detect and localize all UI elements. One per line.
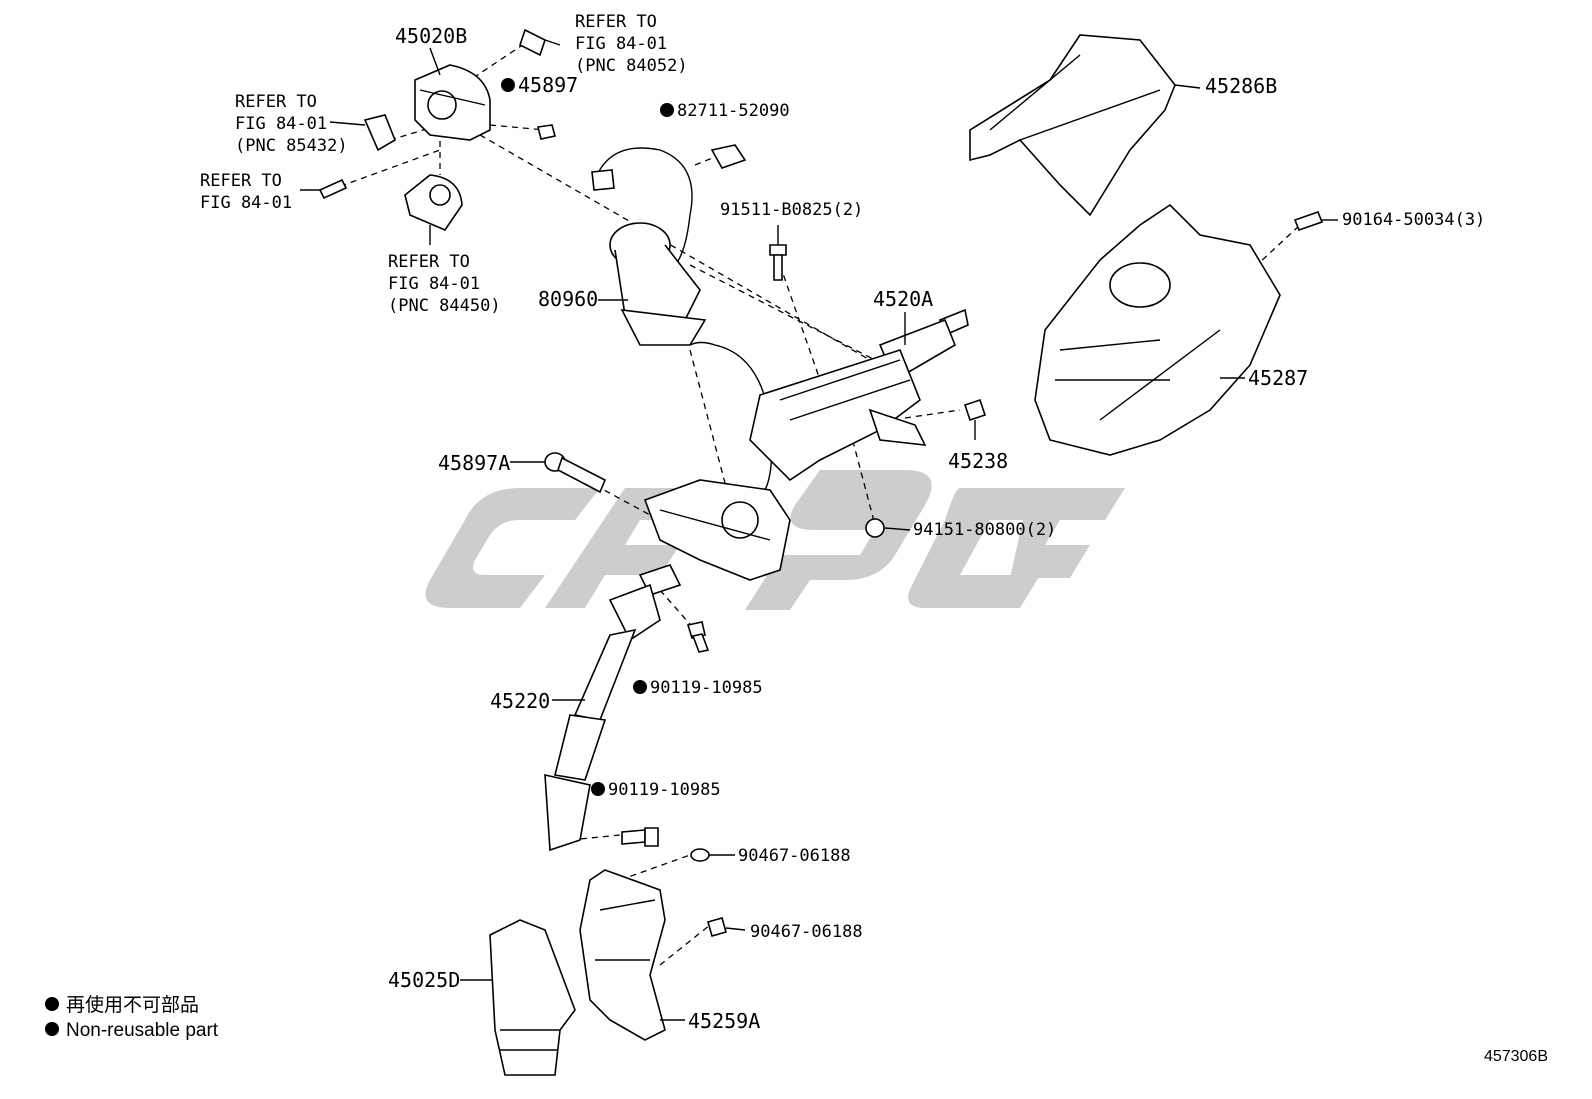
label-80960: 80960 [538, 287, 598, 311]
svg-text:REFER TO: REFER TO [388, 252, 470, 272]
svg-text:REFER TO: REFER TO [200, 171, 282, 191]
part-45259A-panel [579, 869, 666, 1041]
label-90164-50034: 90164-50034(3) [1342, 210, 1485, 230]
label-90119-10985-lower: 90119-10985 [608, 780, 721, 800]
label-94151-80800: 94151-80800(2) [913, 520, 1056, 540]
part-45286B-upper-cover [969, 34, 1176, 217]
legend-dot [45, 997, 59, 1011]
svg-text:FIG 84-01: FIG 84-01 [200, 193, 292, 213]
part-90119-bolt-lower [621, 827, 659, 847]
label-45897: 45897 [518, 73, 578, 97]
legend-line-en: Non-reusable part [66, 1020, 219, 1041]
part-91511-bolt [769, 244, 787, 281]
part-90467-clip-a [690, 848, 710, 862]
part-45020B-housing [414, 64, 491, 141]
svg-text:(PNC 84450): (PNC 84450) [388, 296, 501, 316]
label-45220: 45220 [490, 689, 550, 713]
watermark-logo [425, 470, 1125, 610]
svg-text:(PNC 85432): (PNC 85432) [235, 136, 348, 156]
non-reusable-dot [591, 782, 605, 796]
legend-line-jp: 再使用不可部品 [66, 994, 199, 1016]
label-45025D: 45025D [388, 968, 460, 992]
label-91511-B0825: 91511-B0825(2) [720, 200, 863, 220]
part-45220-shaft [544, 564, 682, 852]
part-82711-clip [710, 144, 747, 169]
part-4520A-column [749, 308, 969, 482]
svg-text:FIG 84-01: FIG 84-01 [388, 274, 480, 294]
refer-note-84052: REFER TO FIG 84-01 (PNC 84052) [575, 12, 688, 76]
label-leader-lines [300, 39, 1338, 1021]
label-45020B: 45020B [395, 24, 467, 48]
label-45238: 45238 [948, 449, 1008, 473]
part-45897A-bolt [544, 452, 607, 494]
label-82711-52090: 82711-52090 [677, 101, 790, 121]
part-90119-bolt-upper [686, 621, 710, 653]
label-90119-10985-upper: 90119-10985 [650, 678, 763, 698]
part-connector-84052 [519, 28, 546, 57]
part-45897-clip [537, 124, 556, 140]
part-sensor-84450 [404, 174, 463, 231]
diagram-code: 457306B [1484, 1048, 1548, 1065]
svg-text:(PNC 84052): (PNC 84052) [575, 56, 688, 76]
part-45025D-boot [489, 919, 576, 1076]
svg-text:REFER TO: REFER TO [575, 12, 657, 32]
part-column-lower-bracket [643, 479, 791, 581]
part-94151-nut [865, 518, 885, 538]
refer-note-84450: REFER TO FIG 84-01 (PNC 84450) [388, 252, 501, 316]
label-45897A: 45897A [438, 451, 510, 475]
part-key-cylinder-85432 [363, 114, 396, 152]
label-90467-06188-a: 90467-06188 [738, 846, 851, 866]
legend-dot [45, 1022, 59, 1036]
part-screw-fig84 [318, 178, 348, 200]
non-reusable-dot [501, 78, 515, 92]
svg-text:FIG 84-01: FIG 84-01 [575, 34, 667, 54]
label-45287: 45287 [1248, 366, 1308, 390]
part-45238-stopper [963, 398, 987, 422]
svg-text:REFER TO: REFER TO [235, 92, 317, 112]
refer-note-85432: REFER TO FIG 84-01 (PNC 85432) [235, 92, 348, 156]
svg-text:FIG 84-01: FIG 84-01 [235, 114, 327, 134]
label-45259A: 45259A [688, 1009, 760, 1033]
refer-note-fig84: REFER TO FIG 84-01 [200, 171, 292, 213]
label-4520A: 4520A [873, 287, 933, 311]
part-45287-lower-cover [1034, 203, 1281, 456]
label-90467-06188-b: 90467-06188 [750, 922, 863, 942]
part-labels: 45020B REFER TO FIG 84-01 (PNC 84052) 45… [200, 12, 1485, 1033]
label-45286B: 45286B [1205, 74, 1277, 98]
non-reusable-dot [660, 103, 674, 117]
non-reusable-dot [633, 680, 647, 694]
part-90467-clip-b [707, 917, 727, 937]
part-90164-screw [1293, 210, 1324, 232]
legend: 再使用不可部品 Non-reusable part [45, 994, 219, 1041]
